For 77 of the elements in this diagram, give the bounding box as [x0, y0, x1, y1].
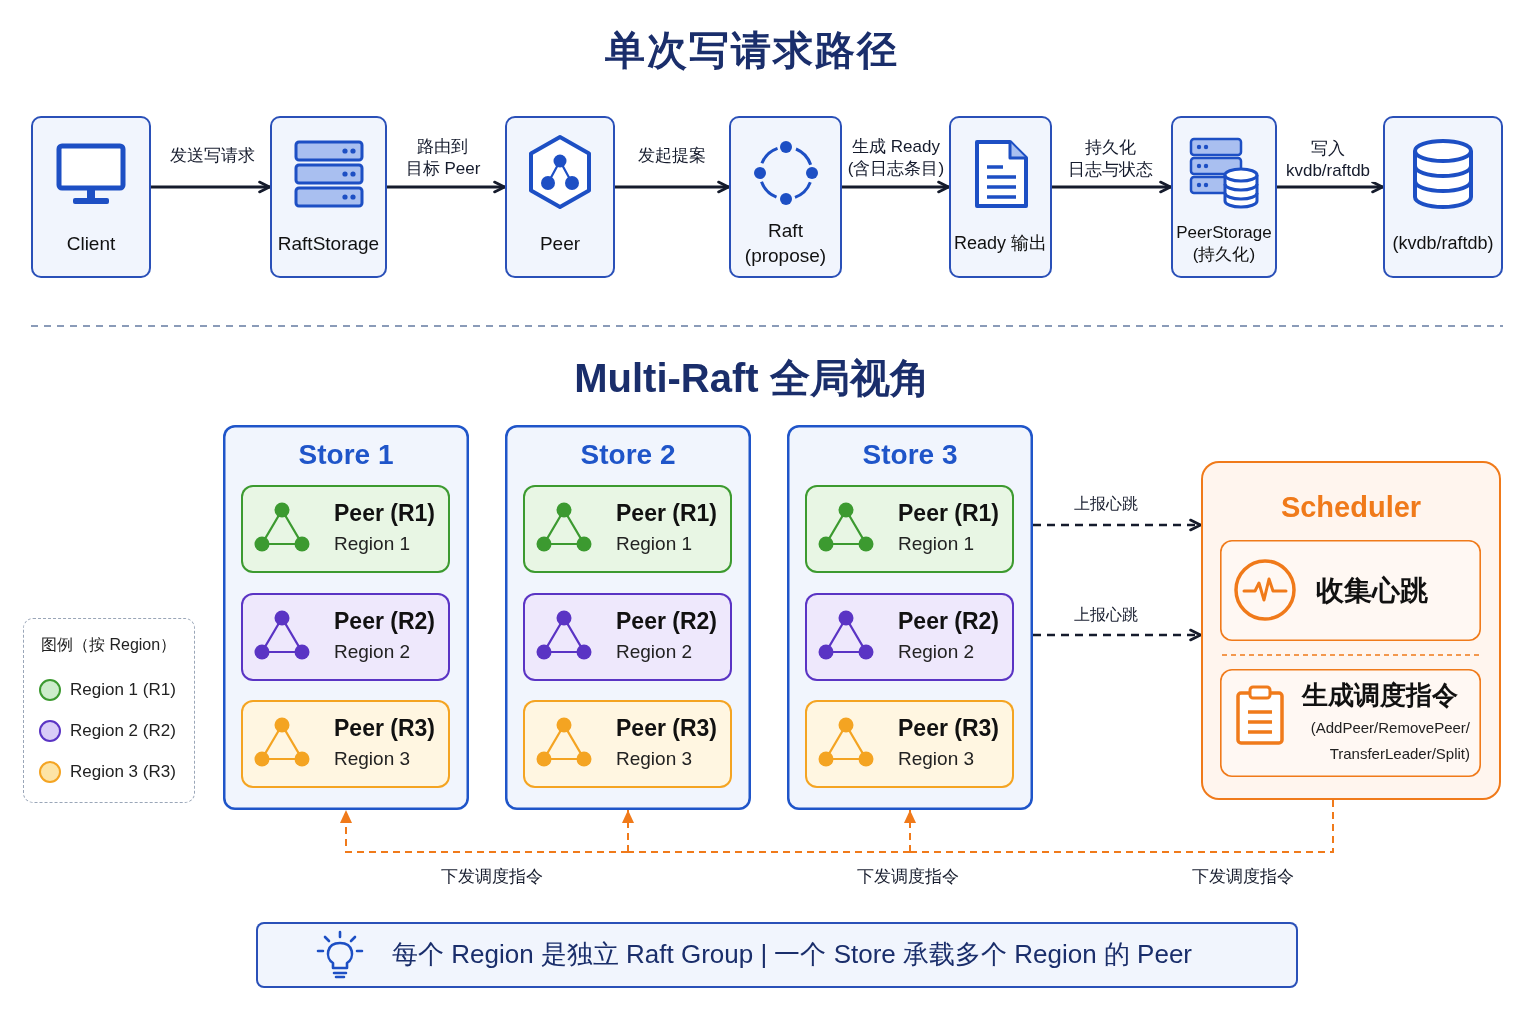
card-subtitle: Region 2	[334, 639, 411, 664]
peer-card	[523, 593, 732, 681]
dashed-line	[627, 851, 911, 853]
peer-card	[241, 700, 450, 788]
box-label: Peer	[539, 231, 581, 256]
section-title: Multi-Raft 全局视角	[574, 355, 930, 402]
card-subtitle: (AddPeer/RemovePeer/ TransferLeader/Split)	[1309, 718, 1470, 764]
card-title: Peer (R1)	[334, 499, 435, 529]
card-subtitle: Region 3	[334, 746, 411, 771]
edge-label: 上报心跳	[1072, 604, 1140, 626]
arrow	[151, 180, 271, 194]
card-title: Peer (R2)	[898, 607, 999, 637]
legend-label: Region 3 (R3)	[70, 760, 176, 783]
peer-card	[805, 593, 1014, 681]
dashed-arrow	[340, 809, 629, 853]
panel-title: Scheduler	[1280, 490, 1422, 526]
process-box	[1383, 116, 1503, 278]
card-subtitle: Region 3	[898, 746, 975, 771]
dashed-arrow	[1033, 518, 1202, 532]
card-title: Peer (R3)	[334, 714, 435, 744]
dashed-arrow	[1033, 628, 1202, 642]
box-label: Raft (propose)	[743, 219, 828, 268]
process-box	[949, 116, 1052, 278]
store-panel	[787, 425, 1033, 810]
legend-title: 图例（按 Region）	[41, 634, 177, 655]
scheduler-panel	[1201, 461, 1501, 800]
legend-label: Region 2 (R2)	[70, 719, 176, 742]
box-label: Ready 输出	[954, 232, 1047, 256]
legend-label: Region 1 (R1)	[70, 678, 176, 701]
card-subtitle: Region 1	[616, 531, 693, 556]
peer-card	[805, 485, 1014, 573]
peer-card	[241, 593, 450, 681]
edge-label: 上报心跳	[1072, 493, 1140, 515]
box-label: (kvdb/raftdb)	[1392, 232, 1494, 256]
arrow	[1277, 180, 1384, 194]
card-title: Peer (R1)	[616, 499, 717, 529]
note-banner	[256, 922, 1298, 988]
banner-text: 每个 Region 是独立 Raft Group | 一个 Store 承载多个 Region 的 Peer	[392, 938, 1192, 972]
peer-card	[805, 700, 1014, 788]
process-box	[729, 116, 842, 278]
card-title: Peer (R1)	[898, 499, 999, 529]
step-card	[1220, 540, 1481, 641]
panel-title: Store 3	[862, 437, 958, 472]
box-label: PeerStorage (持久化)	[1175, 221, 1273, 266]
title: 单次写请求路径	[605, 27, 899, 74]
arrow	[842, 180, 950, 194]
card-title: Peer (R2)	[616, 607, 717, 637]
card-subtitle: Region 2	[616, 639, 693, 664]
card-subtitle: Region 3	[616, 746, 693, 771]
card-title: 生成调度指令	[1302, 679, 1458, 713]
box-label: Client	[66, 231, 116, 256]
store-panel	[505, 425, 751, 810]
dashed-arrow	[622, 809, 634, 853]
process-box	[270, 116, 387, 278]
peer-card	[241, 485, 450, 573]
card-title: Peer (R3)	[616, 714, 717, 744]
arrow	[615, 180, 730, 194]
card-subtitle: Region 1	[334, 531, 411, 556]
arrow	[387, 180, 506, 194]
card-title: Peer (R3)	[898, 714, 999, 744]
card-subtitle: Region 1	[898, 531, 975, 556]
peer-card	[523, 700, 732, 788]
dashed-line	[909, 799, 1334, 853]
peer-card	[523, 485, 732, 573]
arrow	[1052, 180, 1172, 194]
dashed-arrow	[904, 809, 916, 853]
panel-title: Store 1	[298, 437, 394, 472]
card-title: 收集心跳	[1316, 573, 1428, 608]
panel-title: Store 2	[580, 437, 676, 472]
process-box	[1171, 116, 1277, 278]
process-box	[505, 116, 615, 278]
step-card	[1220, 669, 1481, 777]
card-subtitle: Region 2	[898, 639, 975, 664]
card-title: Peer (R2)	[334, 607, 435, 637]
process-box	[31, 116, 151, 278]
store-panel	[223, 425, 469, 810]
box-label: RaftStorage	[277, 231, 380, 256]
